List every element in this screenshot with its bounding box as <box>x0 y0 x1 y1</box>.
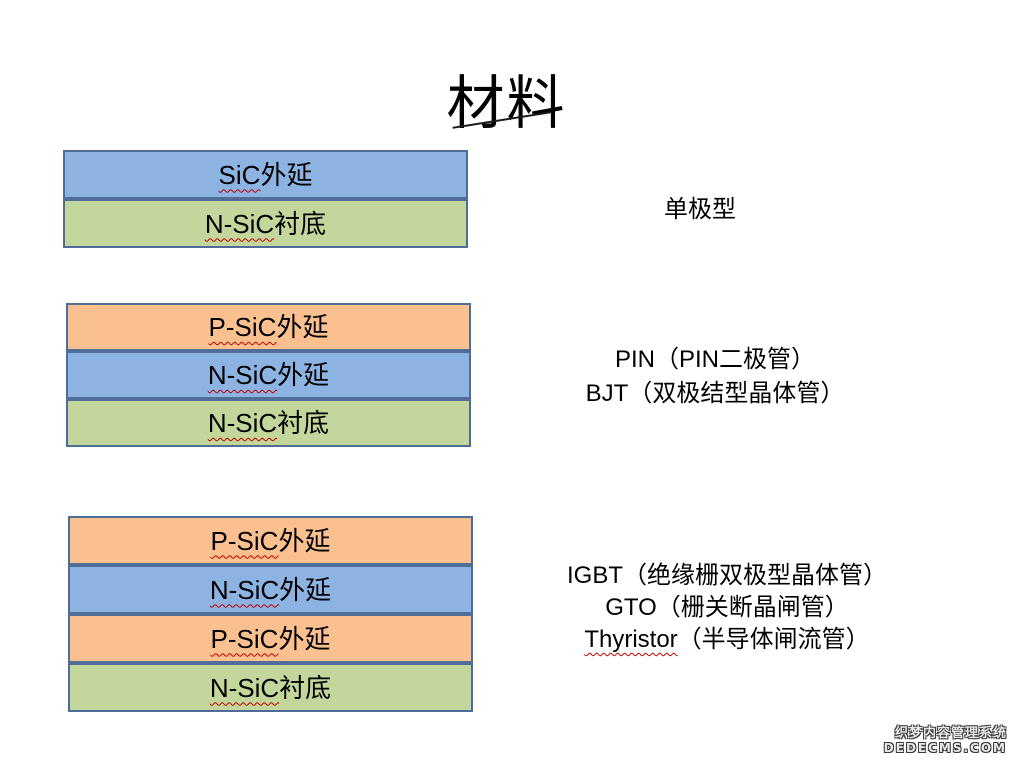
caption-line: Thyristor（半导体闸流管） <box>527 624 927 656</box>
layer-label-cn: 衬底 <box>277 408 330 438</box>
watermark-domain-line: DEDECMS.COM <box>883 741 1007 755</box>
layer-label-cn: 外延 <box>260 159 313 190</box>
layer-label-cn: 外延 <box>278 623 331 654</box>
caption-line: PIN（PIN二极管） <box>614 346 815 373</box>
caption-unipolar: 单极型 <box>550 189 850 224</box>
caption-line: 单极型 <box>664 196 736 223</box>
layer-label-latin: N-SiC <box>209 574 280 605</box>
layer-label-latin: N-SiC <box>207 408 278 438</box>
layer-label-cn: 衬底 <box>279 672 332 703</box>
layer-label-cn: 衬底 <box>274 208 327 239</box>
layer-label-cn: 外延 <box>279 574 332 605</box>
layer-label-latin: P-SiC <box>210 525 279 556</box>
layer-label-latin: N-SiC <box>209 672 280 703</box>
caption-line: BJT（双极结型晶体管） <box>585 380 845 407</box>
layer-label-latin: N-SiC <box>207 360 278 390</box>
layer-label-cn: 外延 <box>278 525 331 556</box>
layer-label-cn: 外延 <box>277 360 330 390</box>
caption-rest: （半导体闸流管） <box>677 626 870 653</box>
layer-label-cn: 外延 <box>276 312 329 342</box>
layer-label-latin: P-SiC <box>210 623 279 654</box>
watermark-cn-line: 织梦内容管理系统 <box>894 726 1007 741</box>
caption-latin-thyristor: Thyristor <box>584 626 678 653</box>
caption-igbt-gto-thyristor: IGBT（绝缘栅双极型晶体管） GTO（栅关断晶闸管） Thyristor（半导… <box>527 560 927 656</box>
layer-label-latin: N-SiC <box>204 208 275 239</box>
page-title: 材料 <box>446 71 567 136</box>
caption-pin-bjt: PIN（PIN二极管） BJT（双极结型晶体管） <box>515 343 915 411</box>
layer-label-latin: P-SiC <box>208 312 277 342</box>
watermark: 织梦内容管理系统 DEDECMS.COM <box>884 726 1007 756</box>
layer-label-latin: SiC <box>218 159 261 190</box>
caption-line: IGBT（绝缘栅双极型晶体管） <box>566 562 887 589</box>
caption-line: GTO（栅关断晶闸管） <box>605 594 849 621</box>
